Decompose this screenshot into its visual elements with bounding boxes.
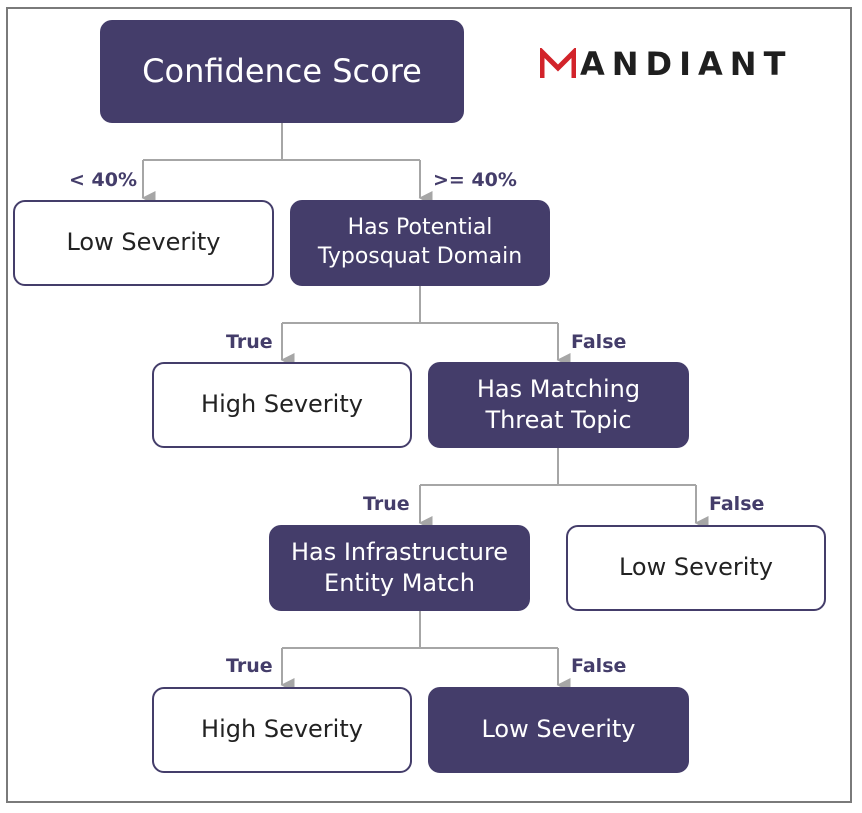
node-typosquat-domain-label: Has Potential Typosquat Domain	[317, 215, 523, 269]
node-infrastructure-match: Has Infrastructure Entity Match	[269, 525, 530, 611]
node-low-severity-2-label: Low Severity	[618, 553, 773, 582]
node-low-severity-1: Low Severity	[13, 200, 274, 286]
logo-wordmark: ANDIANT	[580, 45, 793, 83]
node-high-severity-2-label: High Severity	[201, 715, 363, 744]
edge-label-threat-false: False	[709, 493, 765, 515]
node-low-severity-1-label: Low Severity	[66, 228, 221, 257]
edge-label-infra-false: False	[571, 655, 627, 677]
edge-label-typosquat-false: False	[571, 331, 627, 353]
edge-label-lt40: < 40%	[69, 169, 138, 191]
node-infrastructure-match-label: Has Infrastructure Entity Match	[290, 537, 509, 597]
node-confidence-score-label: Confidence Score	[142, 51, 422, 90]
node-low-severity-3: Low Severity	[428, 687, 689, 773]
node-typosquat-domain: Has Potential Typosquat Domain	[290, 200, 550, 286]
node-low-severity-3-label: Low Severity	[481, 715, 636, 744]
edge-label-typosquat-true: True	[226, 331, 273, 353]
node-high-severity-1: High Severity	[152, 362, 412, 448]
node-threat-topic-label: Has Matching Threat Topic	[476, 374, 641, 434]
node-threat-topic: Has Matching Threat Topic	[428, 362, 689, 448]
node-high-severity-1-label: High Severity	[201, 390, 363, 419]
mandiant-m-icon	[540, 48, 576, 78]
edge-label-infra-true: True	[226, 655, 273, 677]
edge-label-gte40: >= 40%	[433, 169, 517, 191]
edge-label-threat-true: True	[363, 493, 410, 515]
node-high-severity-2: High Severity	[152, 687, 412, 773]
node-confidence-score: Confidence Score	[100, 20, 464, 123]
node-low-severity-2: Low Severity	[566, 525, 826, 611]
mandiant-logo: ANDIANT	[540, 42, 792, 86]
